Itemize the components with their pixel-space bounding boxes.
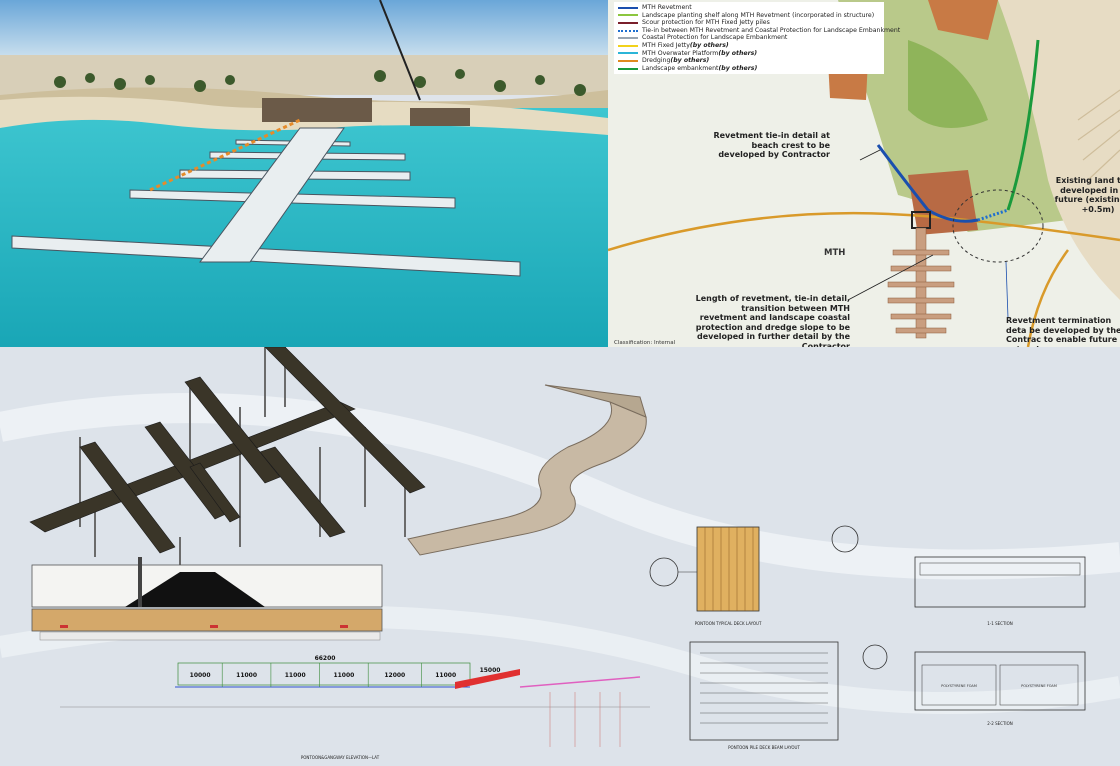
note-length-revetment: Length of revetment, tie-in detail, tran…	[695, 294, 850, 347]
legend-item: MTH Overwater Platform (by others)	[618, 50, 880, 58]
legend-item: Tie-in between MTH Revetment and Coastal…	[618, 27, 900, 35]
section-1-caption: 1-1 SECTION	[987, 621, 1012, 626]
foam-label-right: POLYSTYRENE FOAM	[1021, 684, 1057, 688]
legend-item: Scour protection for MTH Fixed Jetty pil…	[618, 19, 880, 27]
deck-layout-caption: PONTOON TYPICAL DECK LAYOUT	[695, 621, 762, 626]
legend-item: Landscape embankment (by others)	[618, 65, 880, 73]
legend-swatch	[618, 14, 638, 17]
legend-item: MTH Revetment	[618, 4, 880, 12]
legend-label: Coastal Protection for Landscape Embankm…	[642, 34, 788, 42]
walkway-3d-render	[407, 384, 647, 556]
legend-by-others: (by others)	[718, 49, 758, 57]
mth-label: MTH	[824, 248, 846, 258]
elevation-span-dimension: 11000	[333, 672, 354, 679]
foam-label-left: POLYSTYRENE FOAM	[941, 684, 977, 688]
note-existing-land: Existing land to be developed in the fut…	[1054, 176, 1120, 214]
elevation-span-dimension: 11000	[285, 672, 306, 679]
legend-by-others: (by others)	[718, 64, 758, 72]
legend-by-others: (by others)	[689, 41, 729, 49]
pontoon-deck-layout: PONTOON TYPICAL DECK LAYOUT PONTOON PILE…	[649, 525, 1086, 750]
site-plan-illustration	[608, 0, 1120, 347]
legend-item: Coastal Protection for Landscape Embankm…	[618, 34, 880, 42]
legend-label: MTH Revetment	[642, 4, 692, 11]
elevation-extra-dimension: 15000	[480, 667, 501, 674]
note-tie-in: Revetment tie-in detail at beach crest t…	[713, 131, 830, 160]
marina-photo-illustration	[0, 0, 608, 347]
section-2-caption: 2-2 SECTION	[987, 721, 1012, 726]
pontoon-section-render	[31, 557, 383, 641]
legend-label: Scour protection for MTH Fixed Jetty pil…	[642, 19, 770, 27]
legend-swatch	[618, 21, 638, 24]
legend-swatch	[618, 44, 638, 47]
pontoon-3d-render	[29, 347, 426, 567]
legend-label: Tie-in between MTH Revetment and Coastal…	[642, 26, 901, 34]
legend-swatch	[618, 6, 638, 9]
legend-by-others: (by others)	[670, 57, 710, 65]
gangway-elevation-drawing: 66200 15000 10000 11000 11000 11000 12000 110…	[60, 655, 650, 760]
drawings-illustration: 66200 15000 10000 11000 11000 11000 12000 110…	[0, 347, 1120, 760]
elevation-span-dimension: 11000	[236, 672, 257, 679]
legend-label: Landscape embankment	[642, 64, 719, 72]
legend-swatch	[618, 59, 638, 62]
legend-item: Dredging (by others)	[618, 57, 880, 65]
engineering-drawings: 66200 15000 10000 11000 11000 11000 12000 110…	[0, 347, 1120, 766]
classification: Classification: Internal	[614, 340, 676, 346]
legend-swatch	[618, 29, 638, 32]
elevation-total-dimension: 66200	[315, 655, 336, 662]
legend-swatch	[618, 37, 638, 40]
legend-swatch	[618, 52, 638, 55]
beam-layout-caption: PONTOON PILE DECK BEAM LAYOUT	[728, 745, 800, 750]
legend-label: MTH Overwater Platform	[642, 49, 719, 57]
note-termination: Revetment termination deta be developed …	[1006, 316, 1120, 347]
marina-aerial-photo	[0, 0, 608, 347]
legend-item: MTH Fixed Jetty (by others)	[618, 42, 880, 50]
legend-swatch	[618, 67, 638, 70]
legend-item: Landscape planting shelf along MTH Revet…	[618, 12, 880, 20]
elevation-caption: PONTOON&GANGWAY ELEVATION—LAT	[301, 755, 380, 760]
elevation-span-dimension: 12000	[384, 672, 405, 679]
legend-label: MTH Fixed Jetty	[642, 41, 690, 49]
elevation-span-dimension: 11000	[435, 672, 456, 679]
legend-label: Dredging	[642, 57, 671, 65]
elevation-span-dimension: 10000	[190, 672, 211, 679]
legend-label: Landscape planting shelf along MTH Revet…	[642, 11, 875, 19]
